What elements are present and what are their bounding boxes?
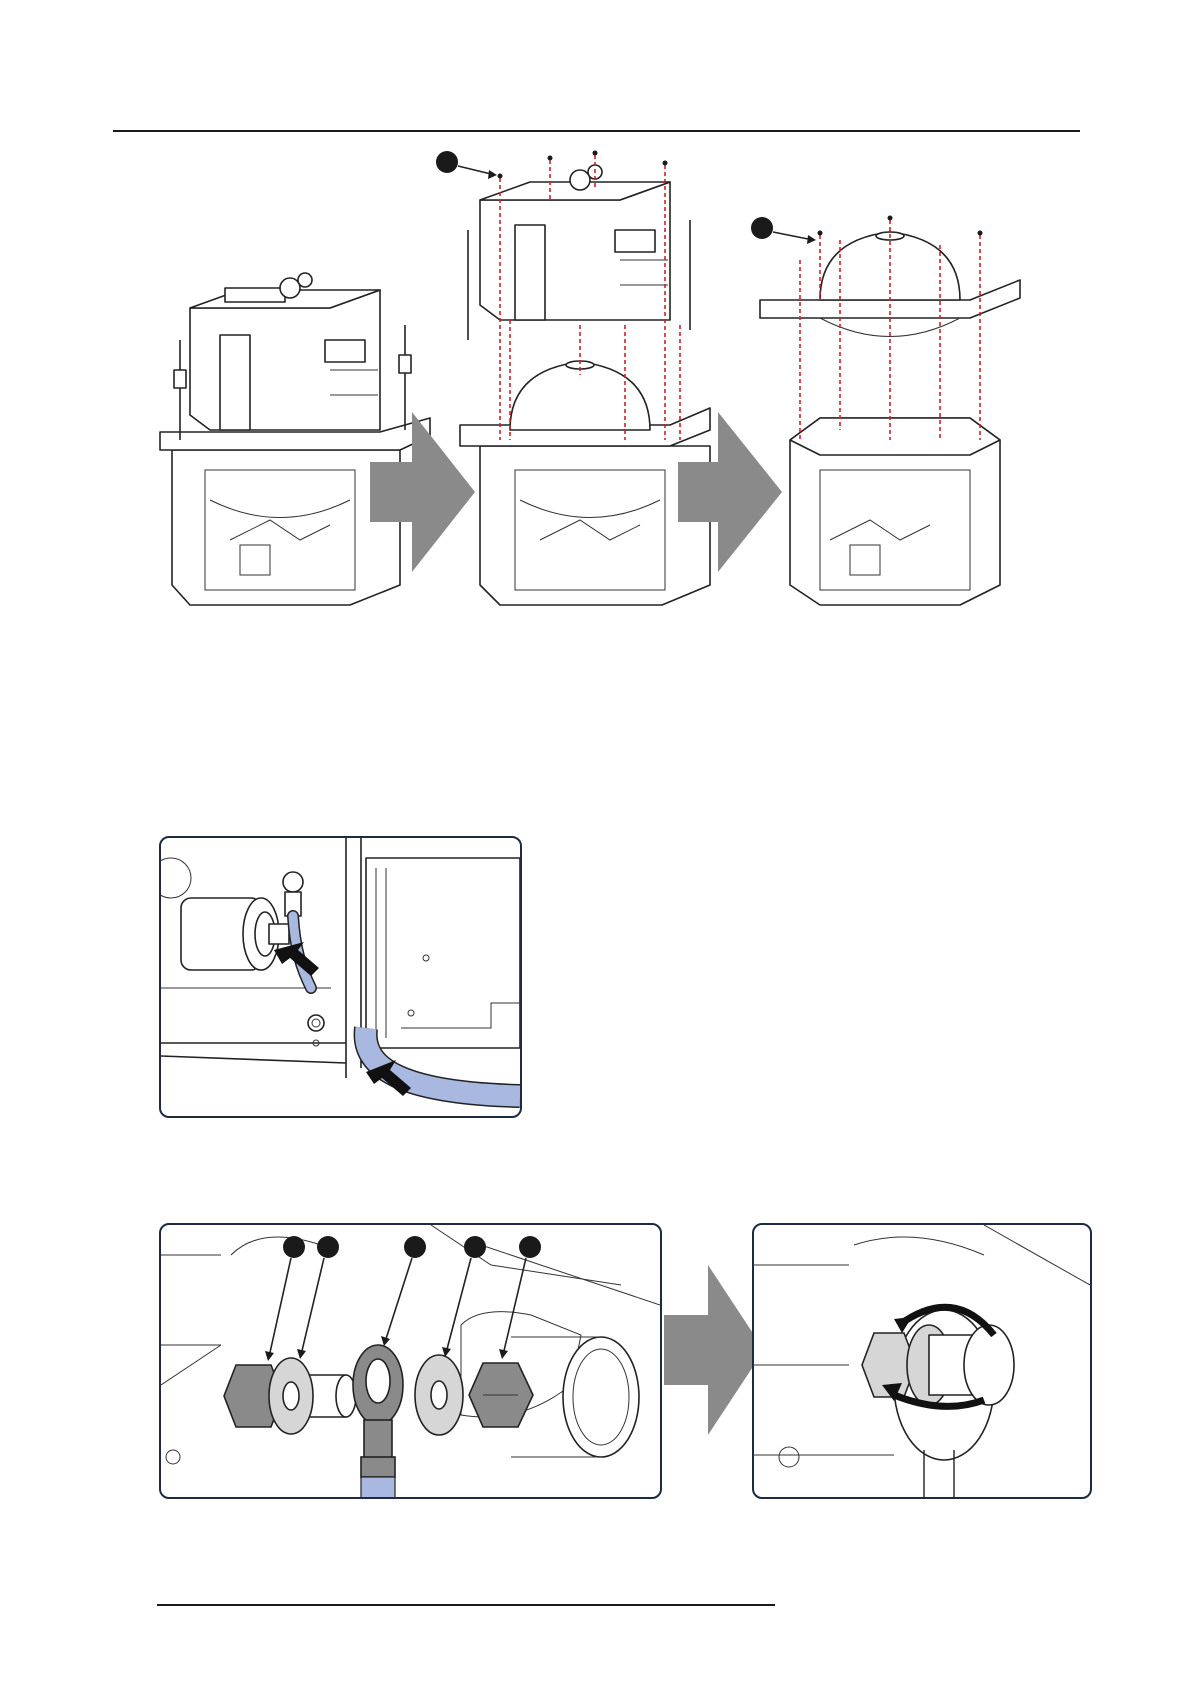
callout-2-marker xyxy=(751,217,773,239)
top-module-removal xyxy=(436,151,710,606)
ground-terminal-exploded-figure xyxy=(159,1223,662,1499)
callout-1-marker xyxy=(436,151,458,173)
ground-cable xyxy=(361,1477,395,1497)
reflector-removal xyxy=(751,216,1020,606)
callout-markers xyxy=(265,1236,541,1361)
ground-wire-routing-figure xyxy=(159,836,522,1118)
assembled-lamp-house xyxy=(160,273,430,605)
lamp-house-disassembly-figure xyxy=(150,140,1090,620)
step-arrow-3-icon xyxy=(664,1265,764,1435)
ground-terminal-tightened-figure xyxy=(752,1223,1092,1499)
footer-rule xyxy=(157,1604,775,1606)
header-rule xyxy=(113,130,1080,132)
pointer-arrow-lug-icon xyxy=(274,942,319,976)
